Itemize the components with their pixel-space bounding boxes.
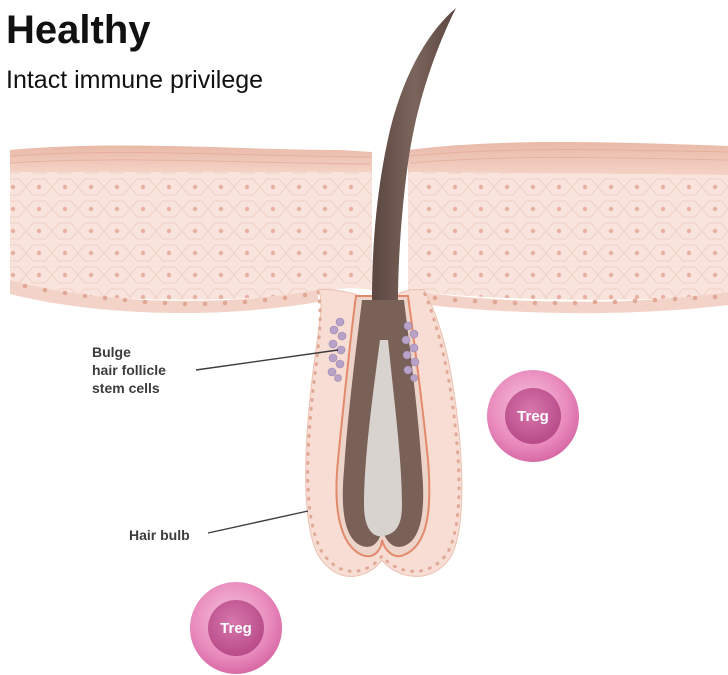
bulge-label-line-1: Bulge: [92, 344, 131, 360]
epidermis-layer: [10, 142, 728, 313]
treg-cell: Treg: [190, 582, 282, 674]
treg-label: Treg: [517, 408, 549, 425]
hair-bulb-leader-line: [208, 511, 308, 533]
hair-bulb-label-text: Hair bulb: [129, 527, 190, 543]
hair-bulb-label: Hair bulb: [129, 511, 308, 543]
treg-label: Treg: [220, 620, 252, 637]
bulge-label-line-2: hair follicle: [92, 362, 166, 378]
bulge-label: Bulge hair follicle stem cells: [92, 344, 338, 396]
bulge-label-line-3: stem cells: [92, 380, 160, 396]
treg-cell: Treg: [487, 370, 579, 462]
